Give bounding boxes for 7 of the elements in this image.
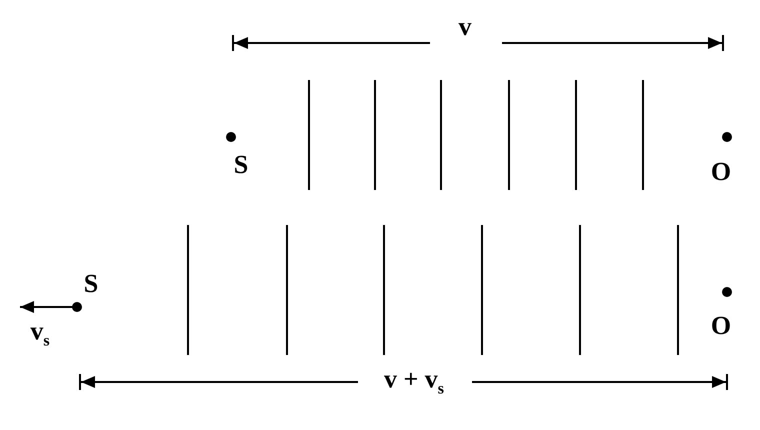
observer-label: O [710, 159, 732, 185]
speed-label: v [458, 14, 472, 40]
source-label: S [234, 152, 248, 178]
source-label: S [84, 271, 98, 297]
relative-speed-label: v + v$_{s}$ [384, 366, 444, 398]
observer-label: O [710, 313, 732, 339]
source-speed-label: v$_{s}$ [30, 318, 50, 350]
